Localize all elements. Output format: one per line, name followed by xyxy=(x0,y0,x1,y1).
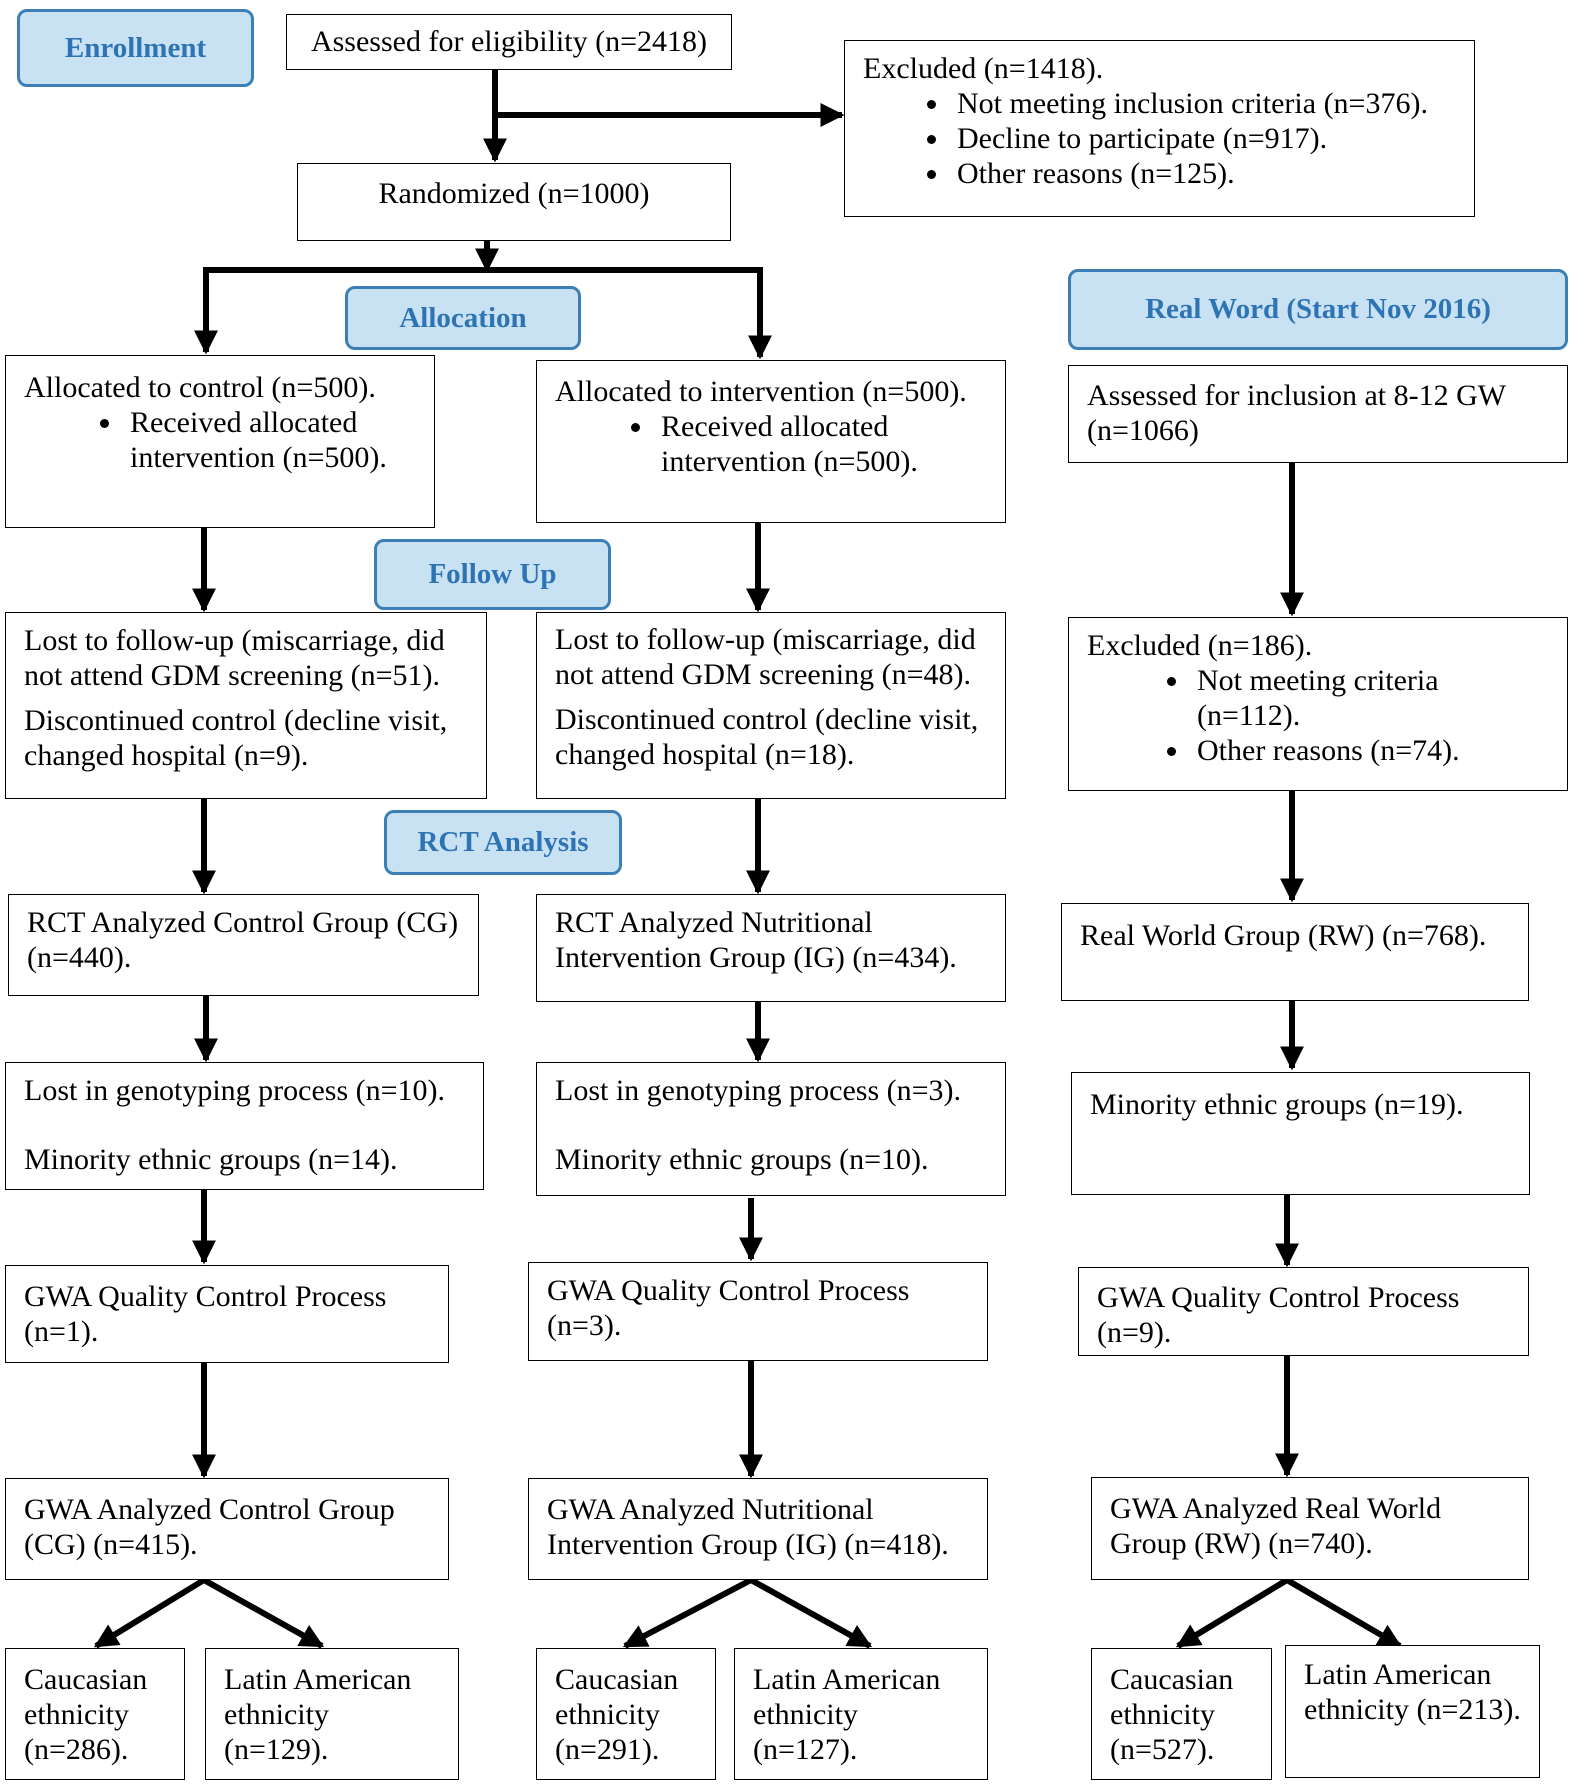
rw-excluded-list: Not meeting criteria (n=112). Other reas… xyxy=(1087,663,1549,768)
rw-minority-text: Minority ethnic groups (n=19). xyxy=(1090,1088,1464,1121)
control-followup-box: Lost to follow-up (miscarriage, did not … xyxy=(5,612,487,799)
excluded-top-box: Excluded (n=1418). Not meeting inclusion… xyxy=(844,40,1475,217)
intervention-allocated-list: Received allocated intervention (n=500). xyxy=(555,409,987,479)
intervention-lost-followup: Lost to follow-up (miscarriage, did not … xyxy=(555,623,976,691)
control-latin-box: Latin American ethnicity (n=129). xyxy=(205,1648,459,1780)
real-world-label: Real Word (Start Nov 2016) xyxy=(1068,269,1568,350)
intervention-caucasian-text: Caucasian ethnicity (n=291). xyxy=(555,1663,679,1766)
rw-minority-box: Minority ethnic groups (n=19). xyxy=(1071,1072,1530,1195)
excluded-top-title: Excluded (n=1418). xyxy=(863,52,1104,85)
excluded-top-list: Not meeting inclusion criteria (n=376). … xyxy=(863,86,1456,191)
allocation-label: Allocation xyxy=(345,286,581,350)
control-minority: Minority ethnic groups (n=14). xyxy=(24,1143,398,1176)
intervention-gwa-qc-text: GWA Quality Control Process (n=3). xyxy=(547,1274,910,1342)
intervention-allocated-text: Allocated to intervention (n=500). xyxy=(555,375,967,408)
rw-gwa-qc-box: GWA Quality Control Process (n=9). xyxy=(1078,1267,1529,1356)
control-gwa-qc-text: GWA Quality Control Process (n=1). xyxy=(24,1280,387,1348)
arrow-c-cauc xyxy=(93,1577,206,1649)
list-item: Not meeting criteria (n=112). xyxy=(1191,663,1549,733)
intervention-latin-text: Latin American ethnicity (n=127). xyxy=(753,1663,941,1766)
assessed-text: Assessed for eligibility (n=2418) xyxy=(310,25,708,58)
rw-assessed-text: Assessed for inclusion at 8-12 GW (n=106… xyxy=(1087,379,1506,447)
control-gwa-analyzed-box: GWA Analyzed Control Group (CG) (n=415). xyxy=(5,1478,449,1580)
rw-gwa-analyzed-text: GWA Analyzed Real World Group (RW) (n=74… xyxy=(1110,1492,1442,1560)
intervention-rct-analyzed-text: RCT Analyzed Nutritional Intervention Gr… xyxy=(555,906,957,974)
intervention-allocated-box: Allocated to intervention (n=500). Recei… xyxy=(536,360,1006,523)
list-item: Received allocated intervention (n=500). xyxy=(655,409,987,479)
intervention-caucasian-box: Caucasian ethnicity (n=291). xyxy=(536,1648,716,1780)
control-gwa-qc-box: GWA Quality Control Process (n=1). xyxy=(5,1265,449,1363)
randomized-text: Randomized (n=1000) xyxy=(378,177,650,210)
intervention-rct-analyzed-box: RCT Analyzed Nutritional Intervention Gr… xyxy=(536,894,1006,1002)
rw-latin-text: Latin American ethnicity (n=213). xyxy=(1304,1658,1521,1726)
rw-group-box: Real World Group (RW) (n=768). xyxy=(1061,903,1529,1001)
control-caucasian-text: Caucasian ethnicity (n=286). xyxy=(24,1663,148,1766)
control-discontinued: Discontinued control (decline visit, cha… xyxy=(24,704,448,772)
intervention-gwa-analyzed-text: GWA Analyzed Nutritional Intervention Gr… xyxy=(547,1493,949,1561)
control-lost-genotyping: Lost in genotyping process (n=10). xyxy=(24,1074,446,1107)
rw-group-text: Real World Group (RW) (n=768). xyxy=(1080,919,1487,952)
randomized-box: Randomized (n=1000) xyxy=(297,163,731,241)
control-allocated-text: Allocated to control (n=500). xyxy=(24,371,376,404)
rw-excluded-title: Excluded (n=186). xyxy=(1087,629,1313,662)
rw-caucasian-box: Caucasian ethnicity (n=527). xyxy=(1091,1648,1272,1780)
split-line xyxy=(203,267,763,350)
control-rct-analyzed-box: RCT Analyzed Control Group (CG) (n=440). xyxy=(8,894,479,996)
list-item: Other reasons (n=125). xyxy=(951,156,1456,191)
arrow-i-cauc xyxy=(622,1577,753,1649)
intervention-latin-box: Latin American ethnicity (n=127). xyxy=(734,1648,988,1780)
intervention-gwa-analyzed-box: GWA Analyzed Nutritional Intervention Gr… xyxy=(528,1478,988,1580)
control-genotyping-box: Lost in genotyping process (n=10). Minor… xyxy=(5,1062,484,1190)
assessed-box: Assessed for eligibility (n=2418) xyxy=(286,14,732,70)
rw-excluded-box: Excluded (n=186). Not meeting criteria (… xyxy=(1068,617,1568,791)
arrow-r-latin xyxy=(1285,1577,1403,1649)
intervention-lost-genotyping: Lost in genotyping process (n=3). xyxy=(555,1074,962,1107)
rw-gwa-analyzed-box: GWA Analyzed Real World Group (RW) (n=74… xyxy=(1091,1477,1529,1580)
arrow-c-latin xyxy=(202,1577,325,1649)
intervention-gwa-qc-box: GWA Quality Control Process (n=3). xyxy=(528,1262,988,1361)
rw-gwa-qc-text: GWA Quality Control Process (n=9). xyxy=(1097,1281,1460,1349)
rw-caucasian-text: Caucasian ethnicity (n=527). xyxy=(1110,1663,1234,1766)
intervention-followup-box: Lost to follow-up (miscarriage, did not … xyxy=(536,612,1006,799)
intervention-genotyping-box: Lost in genotyping process (n=3). Minori… xyxy=(536,1062,1006,1196)
list-item: Received allocated intervention (n=500). xyxy=(124,405,416,475)
list-item: Other reasons (n=74). xyxy=(1191,733,1549,768)
control-gwa-analyzed-text: GWA Analyzed Control Group (CG) (n=415). xyxy=(24,1493,395,1561)
intervention-minority: Minority ethnic groups (n=10). xyxy=(555,1143,929,1176)
control-latin-text: Latin American ethnicity (n=129). xyxy=(224,1663,412,1766)
rw-latin-box: Latin American ethnicity (n=213). xyxy=(1285,1645,1540,1778)
follow-up-label: Follow Up xyxy=(374,539,611,610)
arrow-r-cauc xyxy=(1175,1577,1289,1649)
control-lost-followup: Lost to follow-up (miscarriage, did not … xyxy=(24,624,445,692)
enrollment-label: Enrollment xyxy=(17,9,254,87)
arrow-i-latin xyxy=(749,1577,873,1649)
control-caucasian-box: Caucasian ethnicity (n=286). xyxy=(5,1648,185,1780)
control-allocated-box: Allocated to control (n=500). Received a… xyxy=(5,355,435,528)
list-item: Decline to participate (n=917). xyxy=(951,121,1456,156)
list-item: Not meeting inclusion criteria (n=376). xyxy=(951,86,1456,121)
control-allocated-list: Received allocated intervention (n=500). xyxy=(24,405,416,475)
intervention-discontinued: Discontinued control (decline visit, cha… xyxy=(555,703,979,771)
control-rct-analyzed-text: RCT Analyzed Control Group (CG) (n=440). xyxy=(27,906,459,974)
rw-assessed-box: Assessed for inclusion at 8-12 GW (n=106… xyxy=(1068,365,1568,463)
rct-analysis-label: RCT Analysis xyxy=(384,810,622,875)
